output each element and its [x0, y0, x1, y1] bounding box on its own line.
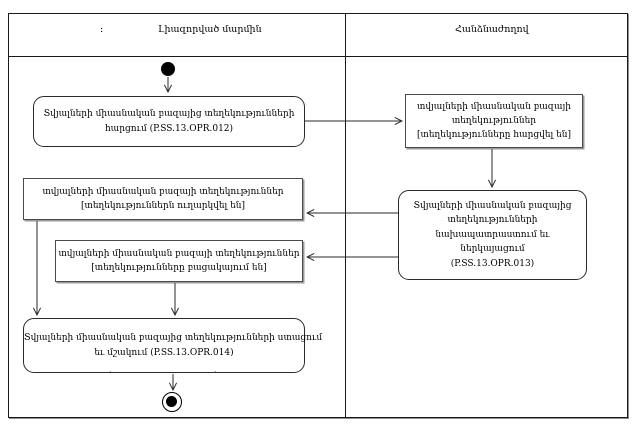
object-queried-line2: տեղեկություններ	[451, 116, 537, 126]
object-queried-line1: տվյալների միասնական բազայի	[416, 102, 572, 112]
right-lane-title: Հանձնաժողով	[455, 24, 529, 35]
object-sent-line1: տվյալների միասնական բազայի տեղեկությունն…	[42, 187, 284, 197]
activity-opr014: Տվյալների միասնական բազայից տեղեկություն…	[23, 318, 323, 374]
activity-opr013: Տվյալների միասնական բազայից տեղեկություն…	[398, 190, 587, 280]
stray-dot: .	[109, 365, 112, 374]
activity-opr013-line5: (P.SS.13.OPR.013)	[450, 258, 535, 269]
activity-opr012-line1: Տվյալների միասնական բազայից տեղեկություն…	[43, 108, 295, 119]
object-absent-line2: [տեղեկությունները բացակայում են]	[91, 263, 267, 273]
activity-opr014-line1: Տվյալների միասնական բազայից տեղեկություն…	[24, 332, 323, 343]
initial-node	[161, 62, 175, 76]
lane-divider	[345, 13, 346, 418]
stray-dot: .	[214, 365, 217, 374]
lane-header-separator	[8, 56, 628, 57]
object-node-info-absent: տվյալների միասնական բազայի տեղեկությունն…	[55, 240, 303, 282]
left-lane-title: Լիազորված մարմին	[158, 24, 262, 35]
activity-opr014-line2: եւ մշակում (P.SS.13.OPR.014)	[94, 347, 234, 358]
object-node-info-sent: տվյալների միասնական բազայի տեղեկությունն…	[23, 178, 303, 220]
object-sent-line2: [տեղեկություններն ուղարկվել են]	[80, 201, 245, 211]
activity-opr013-line1: Տվյալների միասնական բազայից	[413, 200, 572, 211]
activity-opr013-line2: տեղեկությունների	[447, 215, 538, 226]
object-absent-line1: տվյալների միասնական բազայի տեղեկությունն…	[58, 249, 300, 259]
activity-opr012: Տվյալների միասնական բազայից տեղեկություն…	[33, 96, 305, 147]
object-queried-line3: [տեղեկությունները հարցվել են]	[417, 130, 571, 140]
object-node-info-queried: տվյալների միասնական բազայի տեղեկությունն…	[405, 94, 583, 148]
activity-opr013-line4: ներկայացում	[460, 244, 525, 255]
activity-opr013-line3: նախապատրաստում եւ	[435, 229, 550, 240]
final-node-core	[166, 396, 177, 407]
final-node	[162, 392, 182, 412]
left-lane-prefix: :	[100, 24, 104, 35]
activity-opr012-line2: հարցում (P.SS.13.OPR.012)	[104, 123, 234, 134]
